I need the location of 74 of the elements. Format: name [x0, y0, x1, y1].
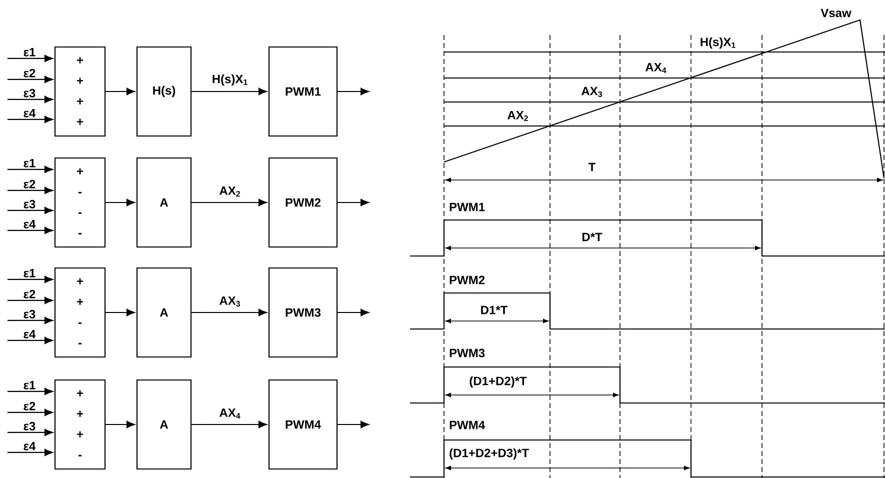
arrow: [338, 198, 369, 206]
period-label: T: [586, 161, 598, 173]
duration-label: D1*T: [478, 304, 510, 316]
edge-label: ε4: [24, 109, 36, 118]
arrow: [106, 88, 135, 96]
edge-label: ε1: [24, 269, 36, 278]
pwm-box: PWM2: [268, 157, 338, 248]
arrow: [338, 420, 369, 428]
arrow: [7, 226, 53, 234]
edge-label: ε1: [24, 381, 36, 390]
arrow: [7, 276, 53, 283]
gain-box: H(s): [136, 46, 192, 137]
edge-label: AX$_{4}$: [220, 408, 240, 419]
arrow: [7, 54, 53, 62]
arrow: [192, 88, 267, 96]
edge-label: ε4: [24, 330, 36, 338]
pwm-box: PWM4: [268, 379, 338, 470]
level-label: AX$_{4}$: [644, 61, 668, 75]
arrow: [192, 420, 267, 428]
arrow: [106, 420, 135, 428]
edge-label: ε3: [24, 310, 36, 318]
gain-box: A: [136, 379, 192, 470]
arrow: [7, 316, 53, 324]
level-label: H(s)X$_{1}$: [698, 36, 738, 50]
signal-label: PWM4: [448, 419, 487, 431]
arrow: [106, 198, 135, 206]
arrow: [7, 428, 53, 436]
edge-label: ε2: [24, 68, 36, 78]
summing-box: + + + -: [54, 379, 106, 470]
edge-label: ε4: [24, 442, 36, 450]
level-label: AX$_{3}$: [580, 85, 604, 99]
edge-label: ε1: [24, 48, 36, 56]
edge-label: ε3: [24, 422, 36, 430]
level-label: AX$_{2}$: [506, 109, 530, 123]
signal-label: PWM3: [448, 347, 487, 359]
arrow: [106, 308, 135, 316]
arrow: [7, 408, 53, 416]
edge-label: ε3: [24, 88, 36, 98]
arrow: [7, 186, 53, 194]
edge-label: ε2: [24, 290, 36, 298]
signal-label: Vsaw: [819, 7, 853, 19]
edge-label: ε3: [24, 200, 36, 208]
arrow: [338, 308, 369, 316]
edge-label: ε2: [24, 402, 36, 410]
edge-label: ε4: [24, 220, 36, 228]
summing-box: + - - -: [54, 157, 106, 248]
arrow: [192, 308, 267, 316]
arrow: [338, 88, 369, 96]
arrow: [7, 448, 53, 456]
arrow: [7, 116, 53, 123]
edge-label: AX$_{3}$: [220, 296, 240, 307]
duration-label: (D1+D2+D3)*T: [448, 446, 531, 462]
signal-label: PWM2: [448, 274, 487, 286]
duration-label: (D1+D2)*T: [468, 374, 528, 390]
arrow: [7, 388, 53, 395]
edge-label: AX$_{2}$: [220, 186, 240, 197]
arrow: [7, 336, 53, 344]
arrow: [7, 96, 53, 103]
arrow: [7, 206, 53, 214]
duration-label: D*T: [580, 231, 604, 243]
arrow: [192, 198, 267, 206]
arrow: [7, 76, 53, 83]
edge-label: ε2: [24, 180, 36, 188]
pwm-box: PWM1: [268, 46, 338, 137]
edge-label: ε1: [24, 159, 36, 168]
arrow: [7, 296, 53, 304]
summing-box: + + + +: [54, 46, 106, 137]
signal-label: PWM1: [448, 201, 487, 213]
gain-box: A: [136, 267, 192, 358]
arrow: [7, 166, 53, 173]
edge-label: H(s)X$_{1}$: [212, 74, 248, 86]
summing-box: + + - -: [54, 267, 106, 358]
gain-box: A: [136, 157, 192, 248]
pwm-box: PWM3: [268, 267, 338, 358]
